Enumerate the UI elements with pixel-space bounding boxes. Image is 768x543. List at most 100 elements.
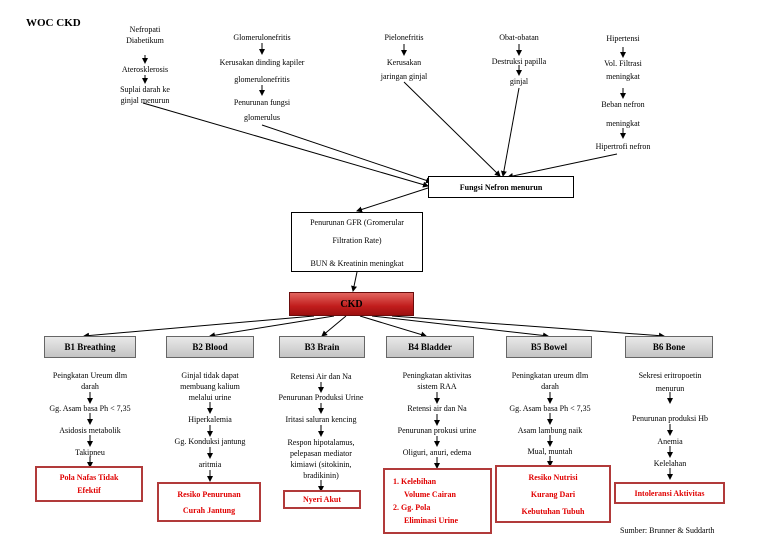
diagnosis-text: Resiko Nutrisi bbox=[528, 472, 578, 482]
fungsi-nefron-box: Fungsi Nefron menurun bbox=[428, 176, 574, 198]
cause-suplai-darah: Suplai darah ke ginjal menurun bbox=[92, 84, 198, 106]
cause-text: meningkat bbox=[606, 72, 640, 81]
branch-b6-bone: B6 Bone bbox=[625, 336, 713, 358]
diagnosis-text: Nyeri Akut bbox=[303, 495, 341, 504]
b3-step: Iritasi saluran kencing bbox=[285, 415, 357, 424]
diagnosis-text: Efektif bbox=[77, 486, 101, 495]
cause-kerusakan-kapiler: Kerusakan dinding kapiler bbox=[219, 58, 305, 67]
b4-step: Oliguri, anuri, edema bbox=[402, 448, 472, 457]
diagnosis-intoleransi: Intoleransi Aktivitas bbox=[614, 482, 725, 504]
diagnosis-text: Kebutuhan Tubuh bbox=[521, 506, 585, 516]
b4-step: Peningkatan aktivitas sistem RAA bbox=[377, 370, 497, 392]
step-text: melalui urine bbox=[188, 393, 232, 402]
b3-step: Respon hipotalamus, pelepasan mediator k… bbox=[261, 437, 381, 481]
diagnosis-nyeri-akut: Nyeri Akut bbox=[283, 490, 361, 509]
cause-text: meningkat bbox=[606, 119, 640, 128]
cause-text: ginjal menurun bbox=[120, 96, 170, 105]
b2-step: aritmia bbox=[198, 460, 222, 469]
diagnosis-text: Intoleransi Aktivitas bbox=[634, 488, 705, 498]
step-text: Ginjal tidak dapat bbox=[181, 371, 239, 380]
step-text: darah bbox=[81, 382, 99, 391]
cause-aterosklerosis: Aterosklerosis bbox=[121, 65, 169, 74]
diagnosis-cairan-urine: 1. Kelebihan Volume Cairan 2. Gg. Pola E… bbox=[383, 468, 492, 534]
gfr-line: Filtration Rate) bbox=[332, 236, 382, 245]
cause-kerusakan-jaringan: Kerusakan jaringan ginjal bbox=[348, 57, 460, 82]
b4-step: Penurunan prokusi urine bbox=[397, 426, 477, 435]
cause-vol-filtrasi: Vol. Filtrasi meningkat bbox=[583, 58, 663, 82]
gfr-line: Penurunan GFR (Gromerular bbox=[310, 218, 404, 227]
diagnosis-text: Resiko Penurunan bbox=[177, 489, 241, 499]
b4-step: Retensi air dan Na bbox=[407, 404, 467, 413]
diagram-title: WOC CKD bbox=[26, 17, 81, 29]
ckd-box: CKD bbox=[289, 292, 414, 316]
diagnosis-text: Volume Cairan bbox=[404, 490, 456, 499]
step-text: darah bbox=[541, 382, 559, 391]
b6-step: Anemia bbox=[657, 437, 683, 446]
cause-text: Vol. Filtrasi bbox=[604, 59, 642, 68]
branch-b2-blood: B2 Blood bbox=[166, 336, 254, 358]
b6-step: Sekresi eritropoetin menurun bbox=[610, 370, 730, 394]
cause-nefropati: Nefropati Diabetikum bbox=[100, 24, 190, 46]
diagnosis-text: Pola Nafas Tidak bbox=[59, 473, 119, 482]
b3-step: Penurunan Produksi Urine bbox=[278, 393, 364, 402]
step-text: Peningkatan aktivitas bbox=[402, 371, 472, 380]
gfr-line: BUN & Kreatinin meningkat bbox=[310, 259, 404, 268]
step-text: membuang kalium bbox=[180, 382, 240, 391]
cause-text: Nefropati bbox=[129, 25, 161, 34]
b2-step: Ginjal tidak dapat membuang kalium melal… bbox=[150, 370, 270, 403]
gfr-box: Penurunan GFR (Gromerular Filtration Rat… bbox=[291, 212, 423, 272]
diagnosis-text: 2. Gg. Pola bbox=[393, 503, 431, 512]
branch-b3-brain: B3 Brain bbox=[279, 336, 365, 358]
step-text: bradikinin) bbox=[303, 471, 339, 480]
cause-hipertensi: Hipertensi bbox=[606, 34, 640, 43]
step-text: sistem RAA bbox=[417, 382, 457, 391]
b1-step: Asidosis metabolik bbox=[59, 426, 121, 435]
diagnosis-text: Eliminasi Urine bbox=[404, 516, 459, 525]
cause-pielonefritis: Pielonefritis bbox=[384, 33, 424, 42]
cause-text: Kerusakan bbox=[386, 58, 422, 67]
diagnosis-curah-jantung: Resiko Penurunan Curah Jantung bbox=[157, 482, 261, 522]
branch-b1-breathing: B1 Breathing bbox=[44, 336, 136, 358]
cause-text: Diabetikum bbox=[126, 36, 164, 45]
b5-step: Asam lambung naik bbox=[517, 426, 583, 435]
step-text: kimiawi (sitokinin, bbox=[290, 460, 352, 469]
cause-destruksi-papilla: Destruksi papilla bbox=[491, 57, 547, 66]
cause-beban-nefron: Beban nefron meningkat bbox=[583, 99, 663, 129]
diagnosis-text: Curah Jantung bbox=[182, 505, 236, 515]
diagnosis-text: 1. Kelebihan bbox=[393, 477, 437, 486]
cause-text: jaringan ginjal bbox=[380, 72, 428, 81]
b6-step: Penurunan produksi Hb bbox=[632, 414, 708, 423]
diagnosis-pola-nafas: Pola Nafas Tidak Efektif bbox=[35, 466, 143, 502]
cause-glomerulonefritis-2: glomerulonefritis bbox=[234, 75, 290, 84]
b5-step: Gg. Asam basa Ph < 7,35 bbox=[509, 404, 591, 413]
b3-step: Retensi Air dan Na bbox=[290, 372, 352, 381]
step-text: Peingkatan Ureum dlm bbox=[52, 371, 128, 380]
cause-penurunan-fungsi: Penurunan fungsi glomerulus bbox=[210, 97, 314, 123]
cause-obat: Obat-obatan bbox=[499, 33, 539, 42]
diagnosis-nutrisi: Resiko Nutrisi Kurang Dari Kebutuhan Tub… bbox=[495, 465, 611, 523]
b1-step: Gg. Asam basa Ph < 7,35 bbox=[49, 404, 131, 413]
b5-step: Peningkatan ureum dlm darah bbox=[490, 370, 610, 392]
cause-text: Beban nefron bbox=[601, 100, 645, 109]
cause-text: Suplai darah ke bbox=[120, 85, 170, 94]
cause-text: glomerulus bbox=[244, 113, 280, 122]
b1-step: Takipneu bbox=[75, 448, 105, 457]
cause-text: Penurunan fungsi bbox=[233, 98, 291, 107]
step-text: Sekresi eritropoetin bbox=[638, 371, 702, 380]
cause-glomerulonefritis: Glomerulonefritis bbox=[233, 33, 291, 42]
step-text: Peningkatan ureum dlm bbox=[511, 371, 589, 380]
source-credit: Sumber: Brunner & Suddarth bbox=[620, 526, 715, 535]
cause-ginjal: ginjal bbox=[509, 77, 529, 86]
step-text: menurun bbox=[655, 384, 685, 393]
branch-b4-bladder: B4 Bladder bbox=[386, 336, 474, 358]
step-text: pelepasan mediator bbox=[290, 449, 352, 458]
b6-step: Kelelahan bbox=[653, 459, 687, 468]
b5-step: Mual, muntah bbox=[527, 447, 573, 456]
cause-hipertrofi-nefron: Hipertrofi nefron bbox=[595, 142, 651, 151]
branch-b5-bowel: B5 Bowel bbox=[506, 336, 592, 358]
b2-step: Gg. Konduksi jantung bbox=[174, 437, 246, 446]
diagnosis-text: Kurang Dari bbox=[530, 489, 576, 499]
step-text: Respon hipotalamus, bbox=[287, 438, 355, 447]
